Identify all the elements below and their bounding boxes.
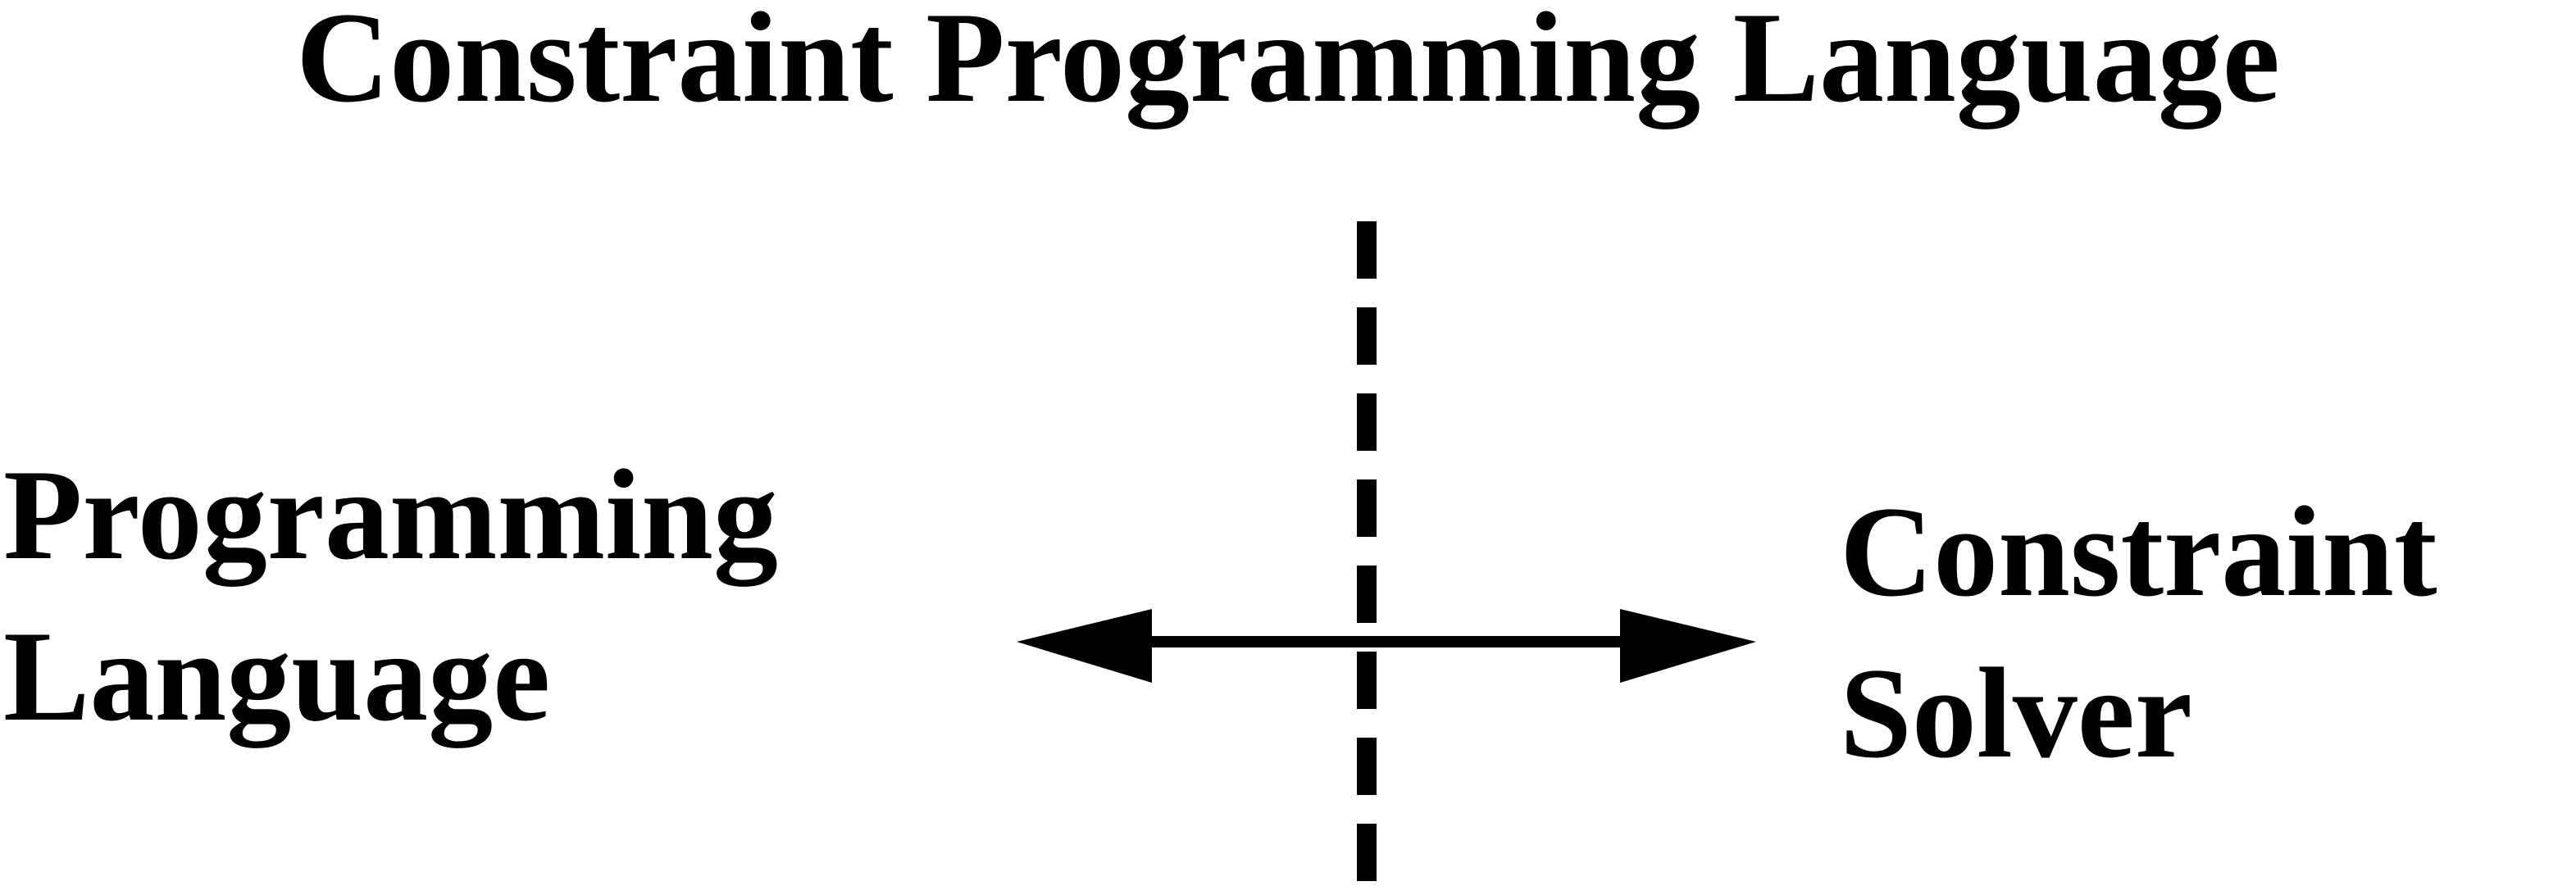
programming-language-label-line1: Programming (3, 443, 778, 587)
constraint-solver-label-line1: Constraint (1840, 480, 2437, 624)
programming-language-label: Programming Language (3, 451, 778, 774)
programming-language-label-line2: Language (3, 605, 551, 748)
constraint-solver-label-line2: Solver (1840, 642, 2193, 785)
constraint-solver-label: Constraint Solver (1840, 488, 2437, 811)
right-arrowhead-icon (1620, 609, 1756, 683)
left-arrowhead-icon (1017, 609, 1152, 683)
diagram-title: Constraint Programming Language (296, 0, 2280, 129)
